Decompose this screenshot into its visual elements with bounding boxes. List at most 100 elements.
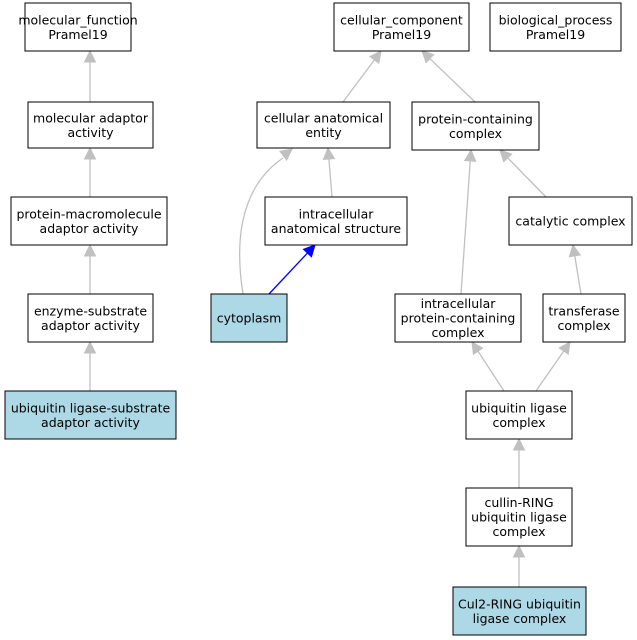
edge-intra-anat-to-cell-anat (322, 146, 336, 198)
edge-cytoplasm-to-cell-anat-line (239, 157, 284, 295)
node-intra-anat-label-line: intracellular (299, 206, 375, 221)
edge-ub-lig-to-transferase-arrowhead (558, 341, 571, 356)
node-ub-lig-sub-label-line: ubiquitin ligase-substrate (11, 400, 171, 415)
edge-cytoplasm-to-intra-anat-line (268, 251, 309, 295)
edge-transferase-to-catalytic-arrowhead (568, 243, 582, 258)
node-transferase-label-line: complex (558, 318, 611, 333)
node-mf-root-label-line: molecular_function (18, 12, 137, 27)
node-cytoplasm[interactable]: cytoplasm (210, 293, 288, 343)
edge-ub-lig-to-transferase-line (535, 349, 565, 392)
node-catalytic-box (508, 196, 633, 246)
node-cul2-box (452, 586, 587, 636)
node-prot-complex-label-line: complex (449, 126, 502, 141)
edge-prot-macro-to-mol-adaptor-arrowhead (83, 146, 97, 160)
node-catalytic[interactable]: catalytic complex (508, 196, 633, 246)
node-mol-adaptor-label-line: activity (67, 125, 114, 140)
node-cytoplasm-box (210, 293, 288, 343)
node-intra-prot-label-line: intracellular (421, 296, 497, 311)
edge-prot-complex-to-cc-root-arrowhead (421, 50, 435, 64)
node-transferase-label-line: transferase (548, 303, 620, 318)
node-prot-macro-label-line: protein-macromolecule (16, 206, 161, 221)
node-enzyme-sub-label-line: adaptor activity (41, 318, 141, 333)
edge-catalytic-to-prot-complex-arrowhead (499, 149, 513, 163)
edge-enzyme-sub-to-prot-macro-arrowhead (83, 243, 97, 257)
node-cullin-label-line: complex (493, 524, 546, 539)
edge-intra-anat-to-cell-anat-arrowhead (322, 146, 336, 160)
edge-ub-lig-sub-to-enzyme-sub-arrowhead (83, 340, 97, 354)
edge-prot-complex-to-cc-root-line (428, 57, 476, 103)
edge-ub-lig-to-intra-prot (471, 341, 505, 392)
node-bp-root-box (489, 2, 622, 52)
node-cc-root-label-line: cellular_component (340, 12, 463, 27)
node-enzyme-sub-box (27, 293, 154, 343)
edge-intra-prot-to-prot-complex (460, 148, 477, 295)
edge-cytoplasm-to-intra-anat (268, 244, 316, 295)
node-cell-anat-box (256, 101, 391, 149)
node-intra-prot-label-line: protein-containing (401, 311, 516, 326)
node-cc-root-box (333, 2, 470, 52)
node-cul2-label-line: Cul2-RING ubiquitin (458, 596, 581, 611)
node-cullin-label-line: cullin-RING (484, 495, 553, 510)
node-ub-lig-box (465, 390, 573, 440)
edge-prot-complex-to-cc-root (421, 50, 476, 103)
node-mol-adaptor-label-line: molecular adaptor (33, 110, 149, 125)
node-cullin-label-line: ubiquitin ligase (471, 510, 567, 525)
node-prot-complex-box (411, 101, 540, 151)
node-intra-anat-box (264, 196, 408, 246)
edge-cytoplasm-to-cell-anat-arrowhead (279, 148, 293, 162)
node-cullin-box (465, 487, 573, 547)
edge-cul2-to-cullin (512, 544, 526, 587)
edge-intra-anat-to-cell-anat-line (328, 157, 333, 198)
node-cytoplasm-label-line: cytoplasm (217, 311, 282, 326)
edge-catalytic-to-prot-complex (499, 149, 547, 198)
edge-cell-anat-to-cc-root-line (342, 58, 376, 103)
node-mf-root-label-line: Pramel19 (48, 27, 107, 42)
edge-cell-anat-to-cc-root (342, 50, 382, 103)
edge-cullin-to-ub-lig-arrowhead (512, 437, 526, 451)
node-prot-complex-label-line: protein-containing (418, 111, 533, 126)
edge-ub-lig-sub-to-enzyme-sub (83, 340, 97, 391)
edge-layer (83, 49, 582, 587)
edge-ub-lig-to-transferase (535, 341, 571, 392)
node-layer: molecular_functionPramel19cellular_compo… (4, 2, 633, 636)
node-enzyme-sub-label-line: enzyme-substrate (34, 303, 147, 318)
node-intra-prot-box (394, 293, 522, 343)
node-cell-anat-label-line: cellular anatomical (264, 110, 383, 125)
edge-ub-lig-to-intra-prot-arrowhead (471, 341, 484, 356)
node-transferase-box (542, 293, 626, 343)
node-bp-root-label-line: Pramel19 (526, 27, 585, 42)
node-prot-macro-box (10, 196, 168, 246)
edge-mol-adaptor-to-mf-root (83, 49, 97, 102)
edge-mol-adaptor-to-mf-root-arrowhead (83, 49, 97, 63)
node-intra-anat-label-line: anatomical structure (271, 221, 401, 236)
node-cell-anat-label-line: entity (305, 125, 342, 140)
edge-cytoplasm-to-cell-anat (239, 148, 293, 295)
node-prot-macro-label-line: adaptor activity (40, 221, 140, 236)
edge-ub-lig-to-intra-prot-line (476, 350, 505, 392)
node-catalytic-label-line: catalytic complex (515, 214, 625, 229)
node-intra-prot-label-line: complex (432, 325, 485, 340)
node-ub-lig-label-line: ubiquitin ligase (471, 400, 567, 415)
edge-cullin-to-ub-lig (512, 437, 526, 488)
edge-intra-prot-to-prot-complex-arrowhead (463, 148, 477, 162)
edge-catalytic-to-prot-complex-line (506, 156, 547, 198)
edge-transferase-to-catalytic-line (573, 254, 582, 295)
node-mf-root-box (24, 2, 132, 52)
edge-cytoplasm-to-intra-anat-arrowhead (302, 244, 316, 258)
